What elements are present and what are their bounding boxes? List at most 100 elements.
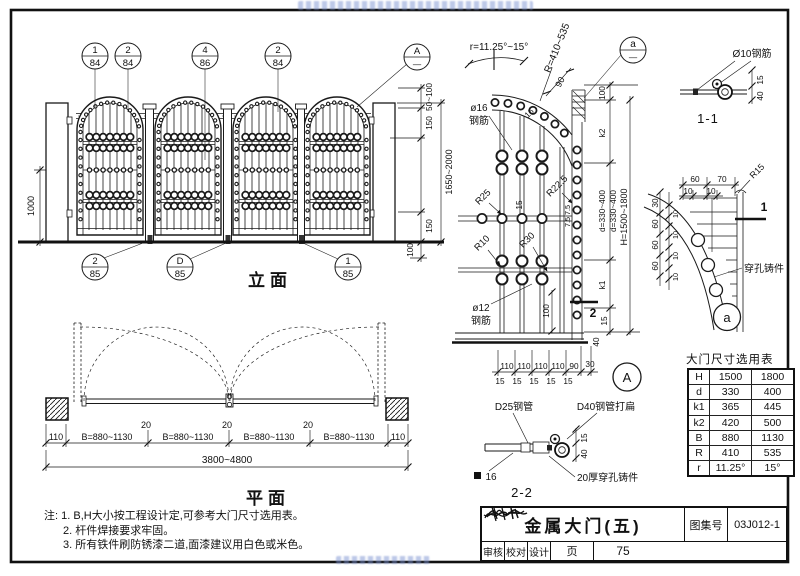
dim-label: 40 (579, 449, 589, 459)
dim-label: 1650~2000 (444, 149, 454, 194)
callout-page: 84 (90, 58, 101, 69)
dim-label: 15 (529, 376, 539, 386)
callout-page: 85 (343, 269, 354, 280)
dim-label: H=1500~1800 (619, 188, 629, 245)
dim-label: 10 (671, 231, 680, 239)
dim-label: 15 (514, 200, 524, 210)
review-label: 审核 (483, 547, 503, 559)
param-value: 15° (751, 460, 795, 477)
dim-label: 15 (546, 376, 556, 386)
param-value: 500 (751, 414, 795, 431)
page-label: 页 (550, 542, 593, 560)
param-value: 330 (709, 384, 752, 401)
param-name: r (687, 460, 710, 477)
callout-page: — (629, 52, 638, 62)
dim-label: B=880~1130 (324, 432, 375, 442)
param-name: R (687, 444, 710, 462)
dim-label: 20 (141, 420, 151, 430)
dim-label: 90 (569, 361, 579, 371)
dim-label: 60 (650, 240, 660, 250)
dim-label: 40 (591, 337, 601, 347)
notes: 注: 1. B,H大小按工程设计定,可参考大门尺寸选用表。 2. 杆件焊接要求牢… (44, 509, 444, 553)
bar-dia-label: ø16 (470, 103, 488, 114)
dim-label: 40 (755, 91, 765, 101)
square-bar-symbol (474, 472, 481, 479)
dim-label: d=330~400 (597, 190, 607, 232)
dim-label: 10 (671, 273, 680, 281)
size-table-title: 大门尺寸选用表 (686, 354, 774, 366)
elevation-dims-right: 50~100 150 1650~2000 150 100 (390, 83, 454, 262)
dim-label: 10 (706, 186, 716, 196)
arch-detail-dims-bottom: 110 110 110 110 90 30 15 15 15 15 15 (492, 346, 598, 386)
dim-label: 10 (671, 252, 680, 260)
casting-label: 穿孔铸件 (744, 262, 784, 275)
dim-label: 50~100 (424, 83, 434, 111)
pillar-section-right (385, 397, 409, 421)
callout-num: 2 (275, 45, 280, 56)
corner-detail-a: 60 70 10 10 30 60 60 60 10 10 10 10 R15 … (643, 162, 784, 332)
elevation-title: 立面 (248, 270, 292, 290)
section-mark: 2 (590, 306, 597, 320)
dim-label: k1 (597, 280, 607, 289)
dim-label: B=880~1130 (163, 432, 214, 442)
dim-label: B=880~1130 (244, 432, 295, 442)
section-2-2: D25钢管 D40钢管打扁 15 40 16 20厚穿孔铸件 2-2 (474, 400, 638, 500)
param-value: 400 (751, 384, 795, 401)
param-name: H (687, 368, 710, 386)
param-value: 1500 (709, 368, 752, 386)
square-bar-size: 16 (485, 472, 497, 483)
dim-label: 10 (671, 210, 680, 218)
dim-label: 20 (303, 420, 313, 430)
plan-view: 110 B=880~1130 B=880~1130 B=880~1130 B=8… (42, 322, 412, 508)
bar-dia-label: ø12 (472, 303, 490, 314)
dim-label: 15 (599, 316, 609, 326)
proof-signature (486, 507, 520, 520)
atlas-no-label: 图集号 (684, 508, 727, 541)
radius-label: R22.5 (544, 173, 570, 199)
dim-label: 15 (755, 75, 765, 85)
detail-label: A (623, 370, 632, 385)
radius-label: R10 (472, 233, 492, 253)
dim-label: 7.5 7.5 (563, 205, 572, 227)
dim-label: 60 (690, 174, 700, 184)
callout-num: A (414, 46, 421, 57)
callout-num: 2 (92, 256, 97, 267)
bar-dia-label: 钢筋 (469, 114, 489, 127)
sheet-border (9, 8, 790, 564)
param-value: 880 (709, 429, 752, 446)
watermark-bottom (336, 556, 430, 564)
plan-title: 平面 (246, 489, 290, 508)
detail-label: a (723, 310, 731, 325)
dim-label: 150 (424, 219, 434, 233)
dim-label: 110 (534, 361, 548, 371)
elevation-view: 1 84 2 84 4 86 2 84 A — 2 85 D 85 1 85 (18, 42, 454, 290)
proof-label: 校对 (506, 547, 526, 559)
dim-label: 20 (222, 420, 232, 430)
dim-label: 15 (579, 433, 589, 443)
section-mark: 1 (761, 200, 768, 214)
param-name: B (687, 429, 710, 446)
param-value: 11.25° (709, 460, 752, 477)
callout-num: 2 (125, 45, 130, 56)
param-name: k2 (687, 414, 710, 431)
callout-num: 1 (345, 256, 350, 267)
pipe-label: D25钢管 (495, 400, 533, 413)
callout-page: 85 (90, 269, 101, 280)
dim-label: 150 (424, 116, 434, 130)
section-1-1: Ø10钢筋 15 40 1-1 (680, 47, 771, 126)
dim-label: 110 (551, 361, 565, 371)
dim-label: k2 (597, 128, 607, 137)
dim-label: 110 (49, 432, 63, 442)
dim-label: d=330~400 (608, 190, 618, 232)
title-block: 金属大门(五) 图集号 03J012-1 审核 校对 设计 页 75 (480, 506, 788, 562)
param-value: 420 (709, 414, 752, 431)
arch-corner-detail: r=11.25°~15° R=410~535 90 16 ø16 钢筋 R25 … (452, 21, 647, 392)
